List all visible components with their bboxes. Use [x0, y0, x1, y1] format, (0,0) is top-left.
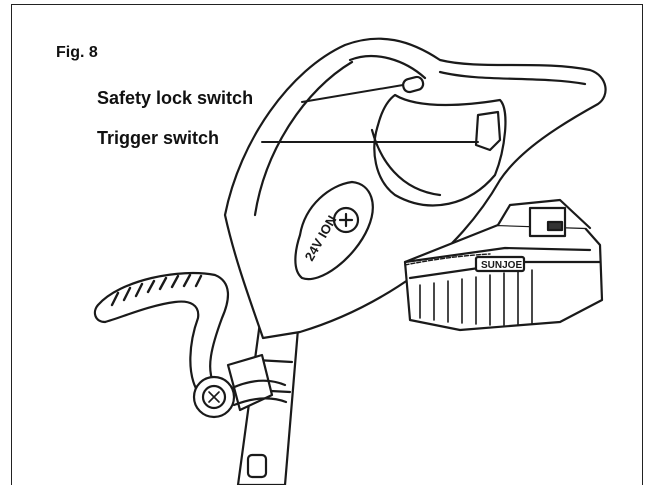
battery-brand: SUNJOE: [481, 260, 522, 271]
voltage-badge: [294, 180, 374, 281]
trigger-switch: [474, 110, 502, 152]
figure-label: Fig. 8: [56, 44, 98, 61]
safety-lock-switch: [402, 75, 425, 94]
trigger-callout: Trigger switch: [97, 128, 220, 148]
battery-pack: SUNJOE: [403, 198, 604, 332]
safety-lock-callout: Safety lock switch: [97, 88, 254, 108]
grip-opening: [373, 93, 507, 207]
auxiliary-handle: [93, 271, 229, 397]
shaft-knob: [246, 453, 268, 479]
safety-leader-line: [301, 84, 404, 103]
